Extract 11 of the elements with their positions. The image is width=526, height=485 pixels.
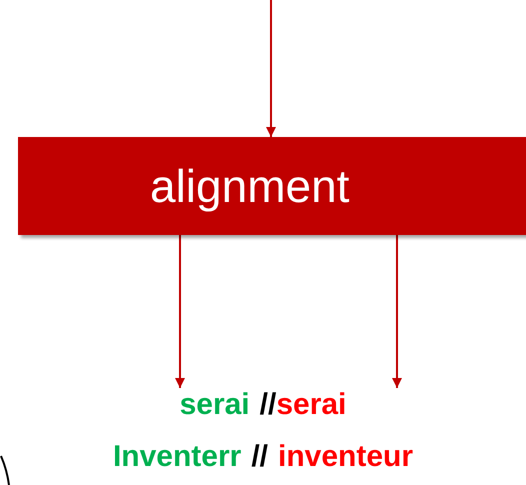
word: serai [180,388,250,422]
word: serai [276,388,346,422]
separator: // [251,440,268,474]
separator: // [260,388,276,422]
box-label: alignment [150,159,350,213]
word: Inventerr [112,440,242,474]
arrow [175,235,185,388]
process-box [18,137,526,235]
word: inventeur [278,440,414,474]
arrow [266,0,276,137]
arrow [392,235,402,388]
